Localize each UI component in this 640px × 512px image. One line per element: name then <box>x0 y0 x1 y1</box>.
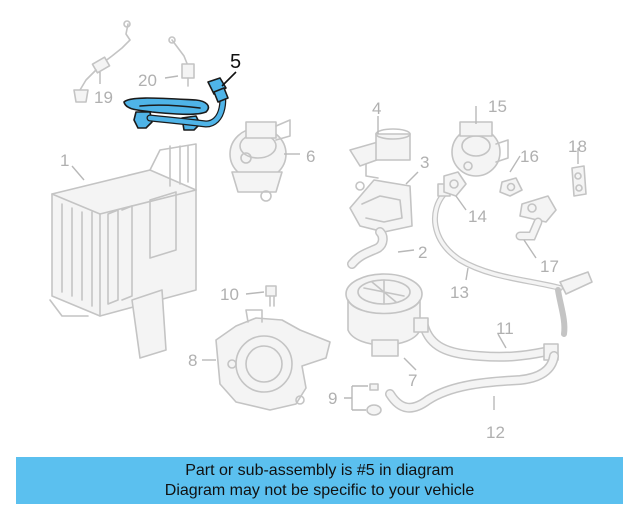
part-16-gasket[interactable] <box>499 177 523 197</box>
part-2-hose[interactable] <box>347 227 388 269</box>
callout-15: 15 <box>488 97 507 116</box>
part-19-oxygen-sensor[interactable] <box>73 20 131 103</box>
part-13-hose[interactable] <box>431 183 593 337</box>
part-7-air-pump[interactable] <box>345 273 423 357</box>
part-14-gasket[interactable] <box>443 171 467 197</box>
callout-14: 14 <box>468 207 487 226</box>
part-1-charcoal-canister[interactable] <box>49 143 197 359</box>
callout-2: 2 <box>418 243 427 262</box>
callout-10: 10 <box>220 285 239 304</box>
callout-13: 13 <box>450 283 469 302</box>
part-20-oxygen-sensor[interactable] <box>168 36 195 87</box>
callout-3: 3 <box>420 153 429 172</box>
callout-7: 7 <box>408 371 417 390</box>
part-9-clamps[interactable] <box>366 383 382 416</box>
banner-part-text: Part or sub-assembly is #5 in diagram <box>185 461 454 479</box>
callout-18: 18 <box>568 137 587 156</box>
callout-16: 16 <box>520 147 539 166</box>
part-11-hose[interactable] <box>413 317 559 362</box>
part-12-hose[interactable] <box>385 351 559 413</box>
part-6-valve[interactable] <box>229 119 291 202</box>
callout-4: 4 <box>372 99 381 118</box>
callouts: 19 20 5 6 4 15 3 16 18 1 14 2 17 13 10 8… <box>60 51 587 442</box>
part-4-valve[interactable] <box>349 128 411 179</box>
part-17-pipe[interactable] <box>515 195 557 241</box>
part-10-bolt[interactable] <box>265 285 277 307</box>
callout-8: 8 <box>188 351 197 370</box>
part-8-bracket[interactable] <box>215 309 331 411</box>
part-15-valve[interactable] <box>451 121 509 177</box>
callout-19: 19 <box>94 88 113 107</box>
info-banner: Part or sub-assembly is #5 in diagram Di… <box>16 457 623 504</box>
banner-disclaimer-text: Diagram may not be specific to your vehi… <box>164 481 475 499</box>
callout-9: 9 <box>328 389 337 408</box>
callout-20: 20 <box>138 71 157 90</box>
callout-1: 1 <box>60 151 69 170</box>
callout-17: 17 <box>540 257 559 276</box>
callout-11: 11 <box>496 319 514 338</box>
leader-lines <box>71 71 579 411</box>
parts-diagram: 19 20 5 6 4 15 3 16 18 1 14 2 17 13 10 8… <box>49 20 593 442</box>
callout-6: 6 <box>306 147 315 166</box>
part-5-hose-assembly[interactable] <box>123 77 229 131</box>
part-18-gasket[interactable] <box>571 165 587 197</box>
part-3-bracket[interactable] <box>349 179 413 233</box>
callout-5: 5 <box>230 51 241 73</box>
callout-12: 12 <box>486 423 505 442</box>
